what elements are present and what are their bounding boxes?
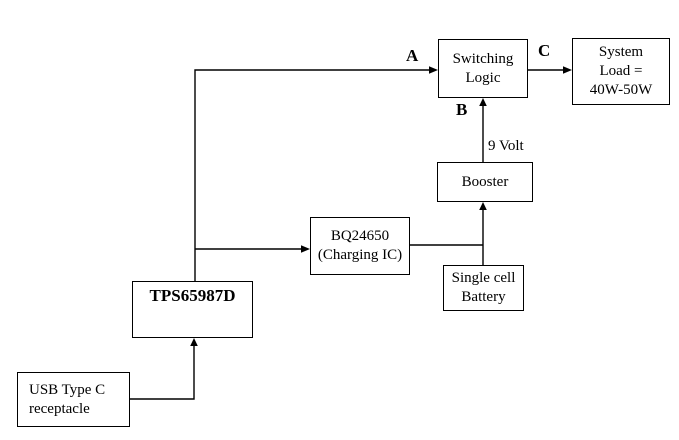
connector-tps-to-switching-logic — [194, 66, 438, 281]
label-c: C — [538, 41, 551, 60]
arrowhead-into-tps — [190, 338, 198, 346]
arrowhead-into-bq24650 — [301, 245, 310, 253]
single-cell-battery-box: Single cell Battery — [443, 265, 524, 311]
connector-booster-to-switching-logic — [479, 98, 487, 162]
label-b: B — [456, 100, 468, 119]
bq24650-charging-ic-box: BQ24650 (Charging IC) — [310, 217, 410, 275]
single-cell-battery-label: Single cell Battery — [451, 270, 516, 305]
bq24650-label: BQ24650 (Charging IC) — [317, 228, 403, 263]
arrowhead-into-booster — [479, 202, 487, 210]
usb-type-c-receptacle-label: USB Type C receptacle — [29, 381, 106, 417]
switching-logic-box: Switching Logic — [438, 39, 528, 98]
usb-type-c-receptacle-box: USB Type C receptacle — [17, 372, 130, 427]
booster-label: Booster — [461, 173, 509, 190]
system-load-label: System Load = 40W-50W — [589, 44, 653, 98]
connector-battery-to-booster — [479, 202, 487, 265]
switching-logic-label: Switching Logic — [452, 50, 514, 86]
tps65987d-box: TPS65987D — [132, 281, 253, 338]
label-9-volt: 9 Volt — [488, 138, 524, 154]
tps65987d-label: TPS65987D — [149, 286, 236, 305]
system-load-box: System Load = 40W-50W — [572, 38, 670, 105]
arrowhead-into-system-load — [563, 66, 572, 74]
label-a: A — [406, 46, 419, 65]
connector-tps-to-bq24650 — [195, 245, 310, 253]
arrowhead-into-switching-logic-left — [429, 66, 438, 74]
arrowhead-into-switching-logic-bottom — [479, 98, 487, 106]
connector-usb-to-tps — [130, 338, 198, 400]
connector-switching-logic-to-system-load — [528, 66, 572, 74]
booster-box: Booster — [437, 162, 533, 202]
